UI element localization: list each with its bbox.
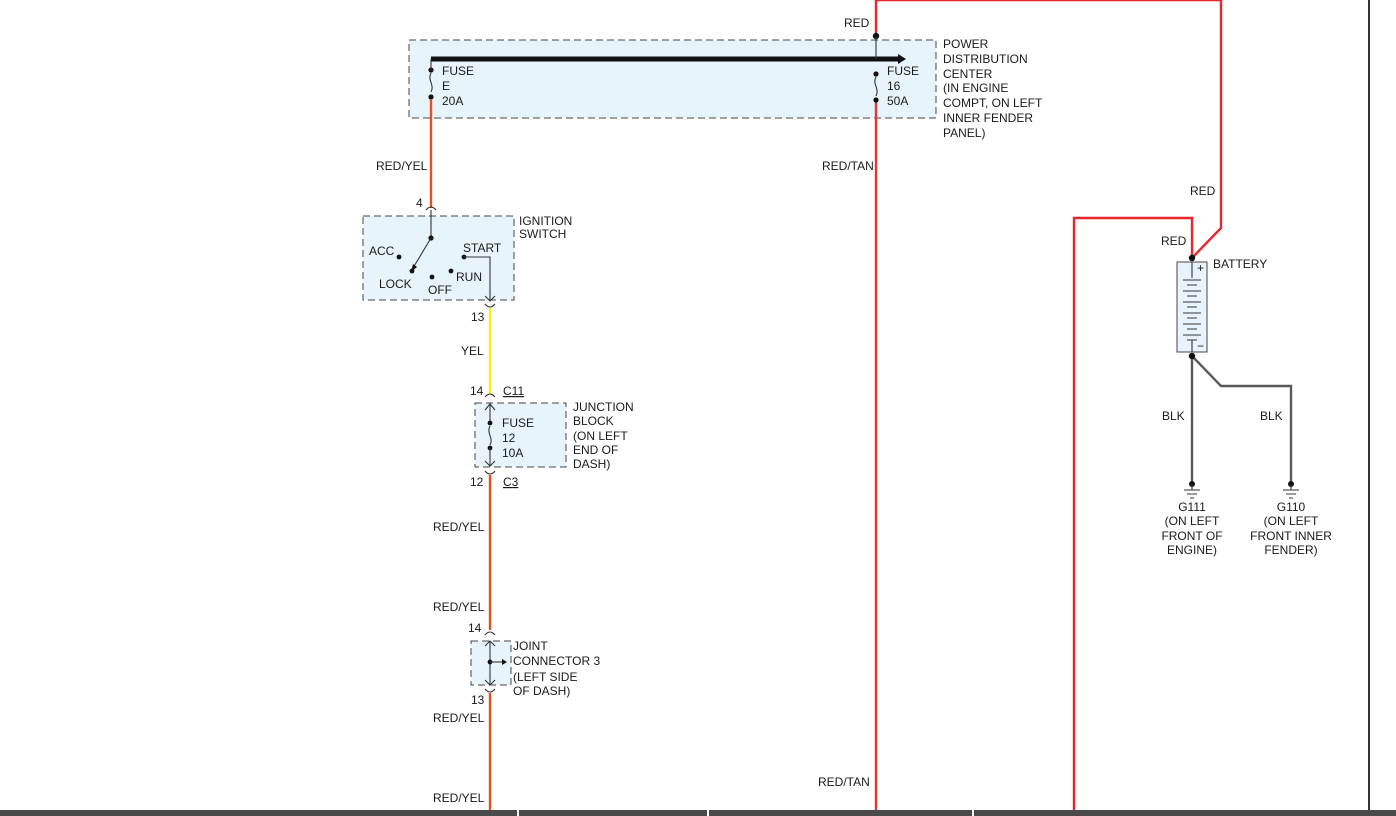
toolbar-separator xyxy=(707,810,709,816)
fuse-e-symbol xyxy=(428,59,434,100)
wire-label-blk-1: BLK xyxy=(1162,409,1185,423)
g111-label-3: FRONT OF xyxy=(1161,529,1222,543)
wire-label-red-tan-1: RED/TAN xyxy=(822,159,874,173)
bottom-toolbar-strip xyxy=(0,810,1396,816)
joint-label-3: (LEFT SIDE xyxy=(513,670,577,684)
junction-fuse-2: 12 xyxy=(502,431,516,445)
ignition-pin-in: 4 xyxy=(416,196,423,210)
junction-fuse-symbol xyxy=(484,393,496,475)
ignition-pin-out: 13 xyxy=(471,310,485,324)
pdc-label-2: DISTRIBUTION xyxy=(943,52,1028,66)
bus-arrow xyxy=(898,54,906,64)
ignition-switch-box xyxy=(362,215,515,301)
pdc-label-5: COMPT, ON LEFT xyxy=(943,96,1043,110)
ignition-label-2: SWITCH xyxy=(519,227,566,241)
wire-label-red-tan-2: RED/TAN xyxy=(818,775,870,789)
joint-pin-bottom: 13 xyxy=(471,693,485,707)
ground-g111-symbol xyxy=(1184,481,1200,499)
wire-label-red-yel-2: RED/YEL xyxy=(433,520,485,534)
g110-label-2: (ON LEFT xyxy=(1264,514,1319,528)
wire-label-yel: YEL xyxy=(461,344,484,358)
ignition-lock: LOCK xyxy=(379,277,412,291)
wire-label-red-yel-3: RED/YEL xyxy=(433,600,485,614)
pdc-label-4: (IN ENGINE xyxy=(943,81,1008,95)
pdc-label-3: CENTER xyxy=(943,67,993,81)
junction-pin-top: 14 xyxy=(470,384,484,398)
ignition-off: OFF xyxy=(428,283,452,297)
fuse-16-label-1: FUSE xyxy=(887,64,919,78)
wire-label-red-right: RED xyxy=(1190,184,1216,198)
power-distribution-center-box xyxy=(408,39,937,119)
battery-symbol xyxy=(1176,254,1208,360)
wire-label-red-yel-5: RED/YEL xyxy=(433,791,485,805)
ignition-run: RUN xyxy=(456,270,482,284)
joint-pin-top: 14 xyxy=(468,621,482,635)
g111-label-1: G111 xyxy=(1178,500,1206,514)
fuse-16-symbol xyxy=(872,32,880,103)
fuse-16-label-2: 16 xyxy=(887,79,901,93)
ground-g110-symbol xyxy=(1283,481,1299,499)
junction-label-3: (ON LEFT xyxy=(573,429,628,443)
battery-minus: − xyxy=(1197,339,1204,353)
battery-plus: + xyxy=(1197,261,1204,275)
joint-connector-symbol xyxy=(484,631,507,693)
g110-label-4: FENDER) xyxy=(1264,543,1317,557)
g111-label-2: (ON LEFT xyxy=(1165,514,1220,528)
junction-fuse-3: 10A xyxy=(502,446,523,460)
junction-label-2: BLOCK xyxy=(573,414,614,428)
pdc-label-6: INNER FENDER xyxy=(943,111,1033,125)
ignition-start: START xyxy=(463,241,502,255)
g110-label-3: FRONT INNER xyxy=(1250,529,1332,543)
pdc-label-7: PANEL) xyxy=(943,126,985,140)
fuse-e-label-3: 20A xyxy=(442,94,463,108)
page-edge-divider xyxy=(1368,0,1370,810)
wire-label-red-yel-1: RED/YEL xyxy=(376,159,428,173)
fuse-e-label-2: E xyxy=(442,79,450,93)
joint-label-4: OF DASH) xyxy=(513,684,570,698)
ignition-label-1: IGNITION xyxy=(519,214,572,228)
fuse-16-label-3: 50A xyxy=(887,94,908,108)
junction-fuse-1: FUSE xyxy=(502,416,534,430)
wire-blk-2 xyxy=(1191,355,1293,482)
joint-label-2: CONNECTOR 3 xyxy=(513,654,600,668)
wire-red-right xyxy=(1072,216,1194,810)
junction-conn-bottom: C3 xyxy=(503,475,519,489)
junction-label-1: JUNCTION xyxy=(573,400,634,414)
wire-label-red-yel-4: RED/YEL xyxy=(433,711,485,725)
joint-label-1: JOINT xyxy=(513,639,548,653)
junction-conn-top: C11 xyxy=(503,384,524,398)
g110-label-1: G110 xyxy=(1277,500,1306,514)
wire-label-red-batt: RED xyxy=(1161,234,1187,248)
wire-label-blk-2: BLK xyxy=(1260,409,1283,423)
junction-label-5: DASH) xyxy=(573,457,610,471)
junction-label-4: END OF xyxy=(573,443,618,457)
g111-label-4: ENGINE) xyxy=(1167,543,1217,557)
junction-pin-bottom: 12 xyxy=(470,475,484,489)
fuse-e-label-1: FUSE xyxy=(442,64,474,78)
toolbar-separator xyxy=(517,810,519,816)
wire-label-red-top: RED xyxy=(844,16,870,30)
battery-label: BATTERY xyxy=(1213,257,1267,271)
ignition-acc: ACC xyxy=(369,244,395,258)
wire-red-top xyxy=(874,0,1223,259)
pdc-label-1: POWER xyxy=(943,37,989,51)
ignition-switch-symbol xyxy=(396,206,496,308)
toolbar-separator xyxy=(972,810,974,816)
